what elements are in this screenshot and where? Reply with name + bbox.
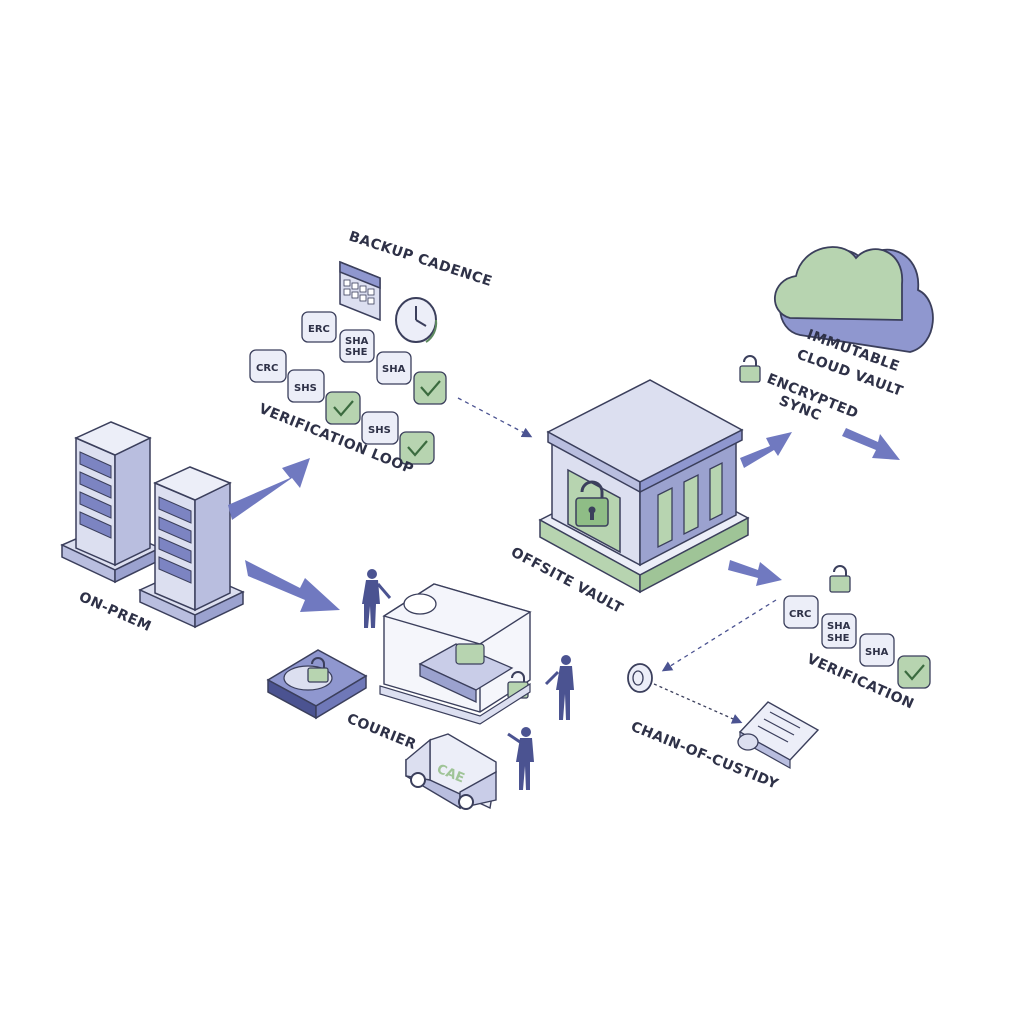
dashed-connector-cadence-vault xyxy=(457,397,533,438)
custody-connector xyxy=(653,683,743,724)
on-prem-servers xyxy=(60,421,245,629)
svg-text:ERC: ERC xyxy=(308,324,330,335)
svg-text:SHS: SHS xyxy=(294,383,317,394)
checksum-tag-row-loop: CRC SHS SHS xyxy=(249,349,435,465)
svg-text:SHA: SHA xyxy=(382,364,406,375)
hard-drive-icon xyxy=(266,649,368,720)
lock-icon xyxy=(829,565,851,593)
person-icon xyxy=(362,569,392,628)
svg-text:SHS: SHS xyxy=(368,425,391,436)
person-icon xyxy=(544,655,574,720)
check-icon xyxy=(325,391,361,425)
server-icon xyxy=(138,466,245,629)
checksum-tag: SHS xyxy=(361,411,399,445)
check-icon xyxy=(413,371,447,405)
svg-text:SHA: SHA xyxy=(345,336,369,347)
checksum-tag: CRC xyxy=(249,349,287,383)
arrow-vault-to-verification xyxy=(728,560,782,586)
arrow-vault-to-sync xyxy=(740,432,792,468)
checksum-tag-row-cadence: ERC SHA SHE SHA xyxy=(301,311,447,405)
checksum-tag: ERC xyxy=(301,311,337,343)
checksum-tag-row-verification: CRC SHA SHE SHA xyxy=(783,595,931,689)
lock-icon xyxy=(739,355,761,383)
checksum-tag: SHA xyxy=(376,351,412,385)
van-icon: CAE xyxy=(405,733,497,810)
server-icon xyxy=(60,421,162,584)
calendar-icon xyxy=(339,260,381,322)
svg-text:SHE: SHE xyxy=(345,347,368,358)
svg-text:CRC: CRC xyxy=(256,363,278,374)
dashed-connector-verification-custody xyxy=(661,599,777,672)
cloud-icon xyxy=(774,246,934,353)
courier-label: COURIER xyxy=(345,711,419,753)
lock-icon xyxy=(575,480,609,527)
arrow-to-cloud xyxy=(842,428,900,460)
svg-text:CRC: CRC xyxy=(789,609,811,620)
check-icon xyxy=(399,431,435,465)
checksum-tag: SHA SHE xyxy=(821,613,857,649)
person-icon xyxy=(507,727,534,790)
offsite-vault-building xyxy=(538,379,750,594)
svg-text:SHA: SHA xyxy=(827,621,851,632)
coin-icon xyxy=(627,663,653,693)
checksum-tag: SHA SHE xyxy=(339,329,375,363)
arrow-to-courier xyxy=(245,560,340,612)
arrow-to-cadence xyxy=(228,458,310,520)
checksum-tag: SHA xyxy=(859,633,895,667)
svg-text:SHE: SHE xyxy=(827,633,850,644)
checksum-tag: SHS xyxy=(287,369,325,403)
svg-text:SHA: SHA xyxy=(865,647,889,658)
transport-case xyxy=(379,583,532,725)
check-icon xyxy=(897,655,931,689)
clock-icon xyxy=(395,297,438,343)
checksum-tag: CRC xyxy=(783,595,819,629)
document-icon xyxy=(737,701,820,770)
